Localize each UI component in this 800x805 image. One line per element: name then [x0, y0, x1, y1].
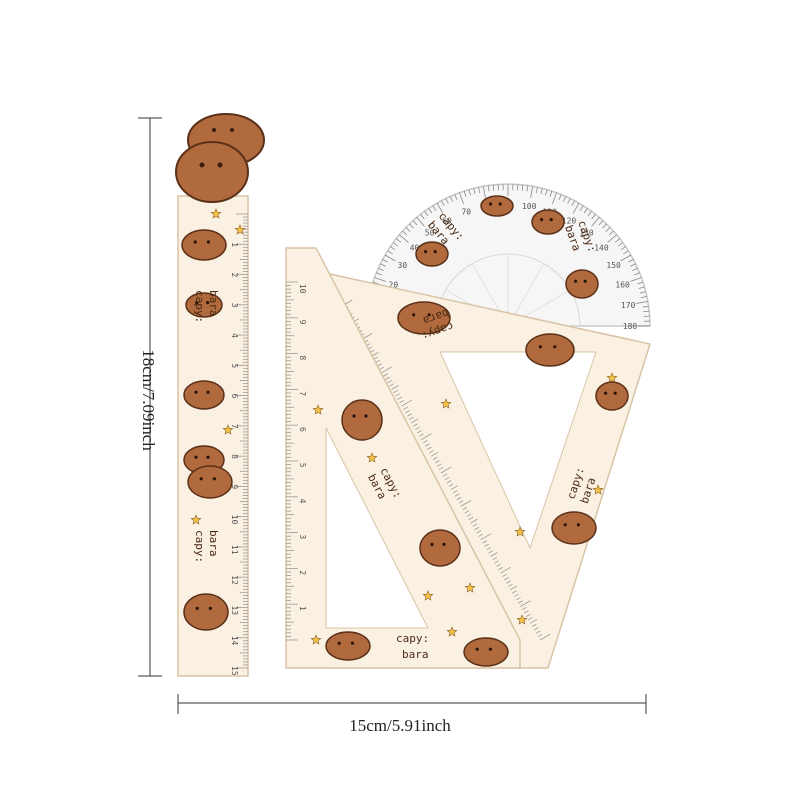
- triangle-number: 8: [298, 355, 307, 360]
- triangle-number: 9: [298, 320, 307, 325]
- ruler-number: 12: [230, 575, 239, 585]
- triangle-number: 6: [298, 427, 307, 432]
- capybara-icon: [182, 230, 226, 260]
- protractor-number: 160: [615, 280, 630, 289]
- capybara-icon: [596, 382, 628, 410]
- svg-text:capy:: capy:: [193, 290, 206, 323]
- svg-text:bara: bara: [402, 648, 429, 661]
- ruler-number: 8: [230, 454, 239, 459]
- width-dimension-line: [178, 694, 646, 714]
- width-dimension-label: 15cm/5.91inch: [310, 716, 490, 736]
- capybara-icon: [342, 400, 382, 440]
- ruler-number: 14: [230, 636, 239, 646]
- triangle-number: 10: [298, 284, 307, 294]
- protractor-number: 70: [461, 207, 471, 216]
- protractor-number: 180: [623, 322, 638, 331]
- ruler-number: 4: [230, 333, 239, 338]
- svg-text:bara: bara: [207, 530, 220, 557]
- protractor-number: 30: [398, 261, 408, 270]
- capybara-topper: [176, 114, 264, 202]
- height-dimension-label: 18cm/7.09inch: [138, 300, 158, 500]
- svg-text:capy:: capy:: [193, 530, 206, 563]
- ruler-number: 11: [230, 545, 239, 555]
- capybara-icon: [184, 594, 228, 630]
- triangle-number: 1: [298, 606, 307, 611]
- svg-text:capy:: capy:: [396, 632, 429, 645]
- ruler-number: 6: [230, 394, 239, 399]
- triangle-number: 3: [298, 534, 307, 539]
- triangle-number: 5: [298, 463, 307, 468]
- capybara-icon: [326, 632, 370, 660]
- capybara-icon: [552, 512, 596, 544]
- protractor-number: 170: [621, 301, 636, 310]
- capybara-icon: [464, 638, 508, 666]
- capybara-icon: [188, 466, 232, 498]
- triangle-number: 2: [298, 570, 307, 575]
- ruler-number: 2: [230, 273, 239, 278]
- capybara-icon: [184, 381, 224, 409]
- protractor-number: 100: [522, 202, 537, 211]
- ruler-number: 13: [230, 605, 239, 615]
- ruler-number: 1: [230, 242, 239, 247]
- svg-text:bara: bara: [207, 290, 220, 317]
- ruler-number: 3: [230, 303, 239, 308]
- protractor-number: 150: [606, 261, 621, 270]
- triangle-number: 4: [298, 499, 307, 504]
- capybara-icon: [420, 530, 460, 566]
- capybara-icon: [566, 270, 598, 298]
- capybara-icon: [481, 196, 513, 216]
- ruler-number: 10: [230, 515, 239, 525]
- capybara-icon: [532, 210, 564, 234]
- ruler-number: 15: [230, 666, 239, 676]
- capybara-icon: [526, 334, 574, 366]
- triangle-number: 7: [298, 391, 307, 396]
- ruler-number: 5: [230, 363, 239, 368]
